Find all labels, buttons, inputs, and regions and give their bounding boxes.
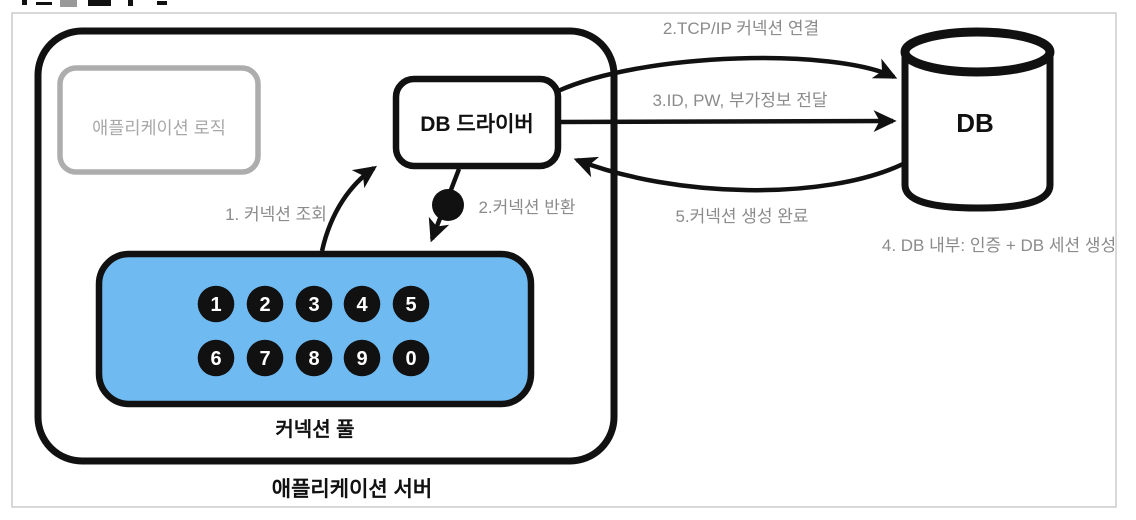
connection-return-label: 2.커넥션 반환 [478, 198, 575, 217]
db-cylinder: DB [900, 27, 1055, 212]
connection-number: 0 [405, 348, 416, 370]
db-internal-label: 4. DB 내부: 인증 + DB 세션 생성 [882, 236, 1116, 255]
connection-circle [295, 285, 333, 323]
app-logic-box [57, 65, 261, 175]
connection-pool-row1: 1 2 3 4 5 [197, 285, 430, 323]
app-server-label: 애플리케이션 서버 [272, 478, 432, 501]
connection-circle [246, 339, 284, 377]
connection-pool-label: 커넥션 풀 [275, 418, 354, 441]
db-cylinder-body [901, 52, 1054, 212]
connection-number: 9 [356, 348, 367, 370]
tcp-connect-label: 2.TCP/IP 커넥션 연결 [663, 19, 819, 38]
connection-circle [197, 285, 235, 323]
db-cylinder-top [900, 27, 1055, 77]
clipped-title-fragments [22, 0, 167, 7]
connection-number: 5 [405, 294, 416, 316]
app-logic-label: 애플리케이션 로직 [92, 118, 226, 138]
connection-circle [392, 339, 430, 377]
connection-pool-row2: 6 7 8 9 0 [197, 339, 430, 377]
connection-number: 2 [259, 294, 270, 316]
connection-lookup-label: 1. 커넥션 조회 [225, 205, 327, 224]
connection-created-label: 5.커넥션 생성 완료 [675, 207, 808, 226]
connection-circle [392, 285, 430, 323]
connection-circle [343, 339, 381, 377]
connection-circle [246, 285, 284, 323]
db-driver-label: DB 드라이버 [420, 113, 533, 136]
connection-pool-box [95, 250, 535, 408]
arrow-tcp-connect [557, 55, 898, 94]
connection-circle [343, 285, 381, 323]
connection-number: 8 [308, 348, 319, 370]
db-driver-box [392, 75, 562, 170]
arrow-credentials [557, 110, 897, 132]
arrow-connection-lookup [319, 165, 377, 252]
connection-circle [295, 339, 333, 377]
connection-number: 4 [356, 294, 368, 316]
connection-circle [197, 339, 235, 377]
connection-number: 1 [210, 294, 221, 316]
db-label: DB [956, 108, 994, 138]
connection-number: 6 [210, 348, 221, 370]
arrow-connection-created [573, 156, 904, 193]
connection-number: 7 [259, 348, 270, 370]
connection-number: 3 [308, 294, 319, 316]
credentials-label: 3.ID, PW, 부가정보 전달 [652, 91, 827, 110]
connection-dot [432, 189, 464, 221]
